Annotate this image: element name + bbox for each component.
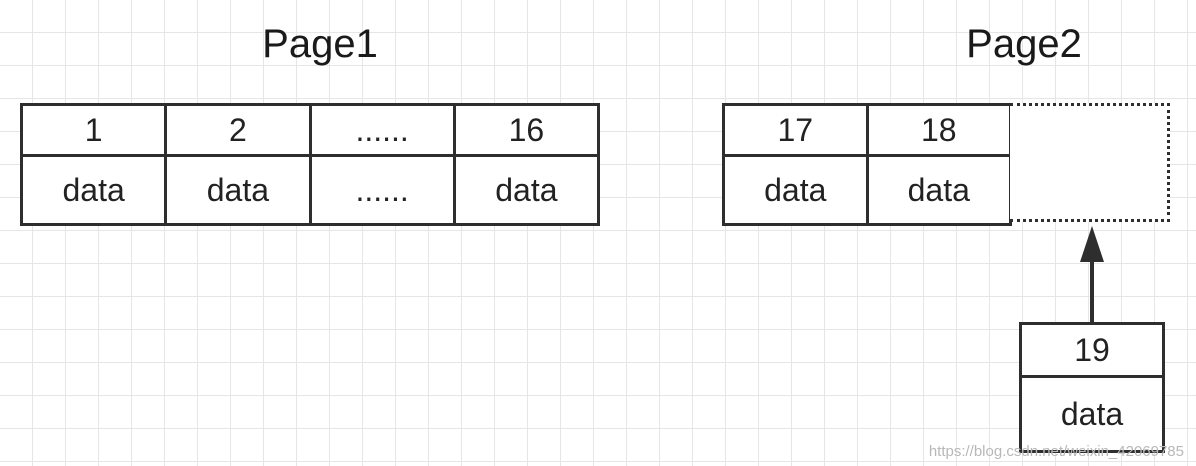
page2-key-cell: 18 (865, 103, 1012, 157)
page1-data-cell: data (452, 154, 601, 226)
new-record: 19 data (1019, 322, 1165, 453)
new-record-key-cell: 19 (1019, 322, 1165, 378)
page2-empty-slot (1010, 103, 1170, 222)
page2-key-cell: 17 (722, 103, 869, 157)
page2-data-cell: data (865, 154, 1012, 226)
page1-data-cell: ...... (308, 154, 456, 226)
page1-data-cell: data (19, 154, 168, 226)
new-record-data-row: data (1019, 375, 1165, 453)
page1-data-row: data data ...... data (19, 154, 601, 226)
page2-title: Page2 (966, 22, 1082, 66)
page1-records: 1 2 ...... 16 data data ...... data (19, 103, 601, 226)
page1-key-cell: 2 (164, 103, 312, 157)
page2-data-row: data data (722, 154, 1012, 226)
page1-key-row: 1 2 ...... 16 (19, 103, 601, 157)
page1-title: Page1 (262, 22, 378, 66)
new-record-key-row: 19 (1019, 322, 1165, 378)
insert-arrow-icon (1080, 226, 1104, 324)
page2-data-cell: data (722, 154, 869, 226)
page1-key-cell: 16 (452, 103, 601, 157)
watermark: https://blog.csdn.net/weixin_42069785 (928, 443, 1184, 460)
page2-key-row: 17 18 (722, 103, 1012, 157)
page2-records: 17 18 data data (722, 103, 1012, 226)
page1-key-cell: 1 (19, 103, 168, 157)
page1-data-cell: data (164, 154, 312, 226)
page1-key-cell: ...... (308, 103, 456, 157)
new-record-data-cell: data (1019, 375, 1165, 453)
